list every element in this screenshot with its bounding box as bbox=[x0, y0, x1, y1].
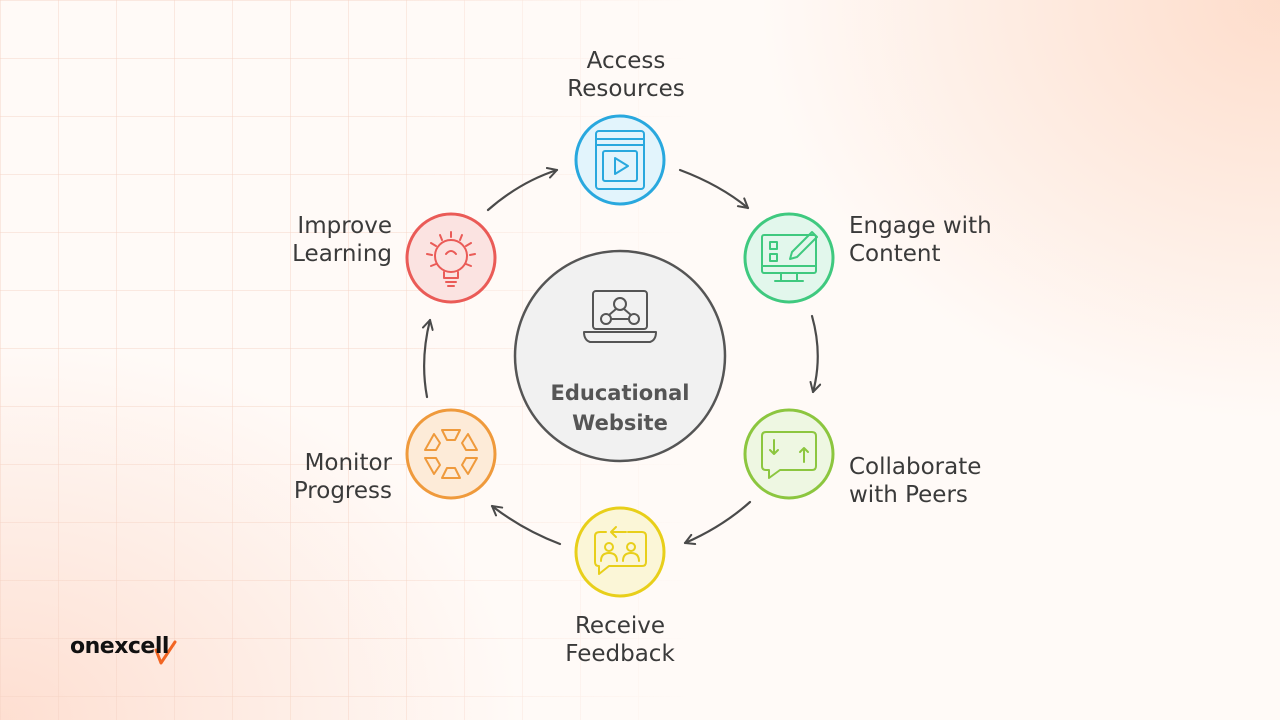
node-improve-learning bbox=[405, 212, 497, 304]
label-monitor-line2: Progress bbox=[293, 478, 392, 504]
label-feedback-line1: Receive bbox=[574, 613, 666, 639]
center-title-line2: Website bbox=[572, 411, 668, 435]
hexagon-cycle-icon bbox=[424, 429, 478, 479]
node-access-resources bbox=[574, 114, 666, 206]
label-engage-line2: Content bbox=[849, 241, 941, 267]
feedback-people-icon bbox=[594, 526, 647, 575]
arrow-engage-to-collaborate bbox=[809, 314, 822, 394]
monitor-pencil-icon bbox=[761, 231, 818, 282]
center-hub bbox=[513, 249, 727, 463]
lightbulb-gear-icon bbox=[426, 231, 476, 287]
brand-logo: onexcell bbox=[70, 634, 169, 659]
label-access-resources: Access Resources bbox=[567, 47, 684, 103]
node-receive-feedback bbox=[574, 506, 666, 598]
label-monitor-line1: Monitor bbox=[304, 450, 392, 476]
label-improve-line1: Improve bbox=[297, 213, 392, 239]
node-engage-content bbox=[743, 212, 835, 304]
laptop-network-icon bbox=[583, 290, 657, 343]
cycle-arrows bbox=[421, 167, 822, 546]
label-receive-feedback: Receive Feedback bbox=[565, 612, 675, 668]
label-monitor-progress: Monitor Progress bbox=[294, 449, 392, 505]
label-access-line1: Access bbox=[586, 48, 666, 74]
arrow-feedback-to-monitor bbox=[490, 504, 562, 546]
node-monitor-progress bbox=[405, 408, 497, 500]
label-improve-learning: Improve Learning bbox=[292, 212, 392, 268]
label-feedback-line2: Feedback bbox=[565, 641, 675, 667]
node-collaborate-peers bbox=[743, 408, 835, 500]
chat-exchange-icon bbox=[761, 431, 817, 479]
label-collaborate-line1: Collaborate bbox=[849, 454, 982, 480]
logo-check-icon bbox=[154, 640, 177, 665]
arrow-access-to-engage bbox=[678, 168, 750, 210]
label-access-line2: Resources bbox=[567, 76, 685, 102]
label-engage-line1: Engage with bbox=[849, 213, 992, 239]
video-book-icon bbox=[595, 130, 645, 190]
arrow-collaborate-to-feedback bbox=[683, 500, 752, 546]
arrow-improve-to-access bbox=[486, 167, 559, 212]
center-title-line1: Educational bbox=[550, 381, 690, 405]
center-title: Educational Website bbox=[551, 378, 690, 438]
label-engage-content: Engage with Content bbox=[849, 212, 992, 268]
arrow-monitor-to-improve bbox=[421, 318, 434, 399]
label-collaborate-peers: Collaborate with Peers bbox=[849, 453, 981, 509]
label-improve-line2: Learning bbox=[292, 241, 392, 267]
label-collaborate-line2: with Peers bbox=[849, 482, 968, 508]
